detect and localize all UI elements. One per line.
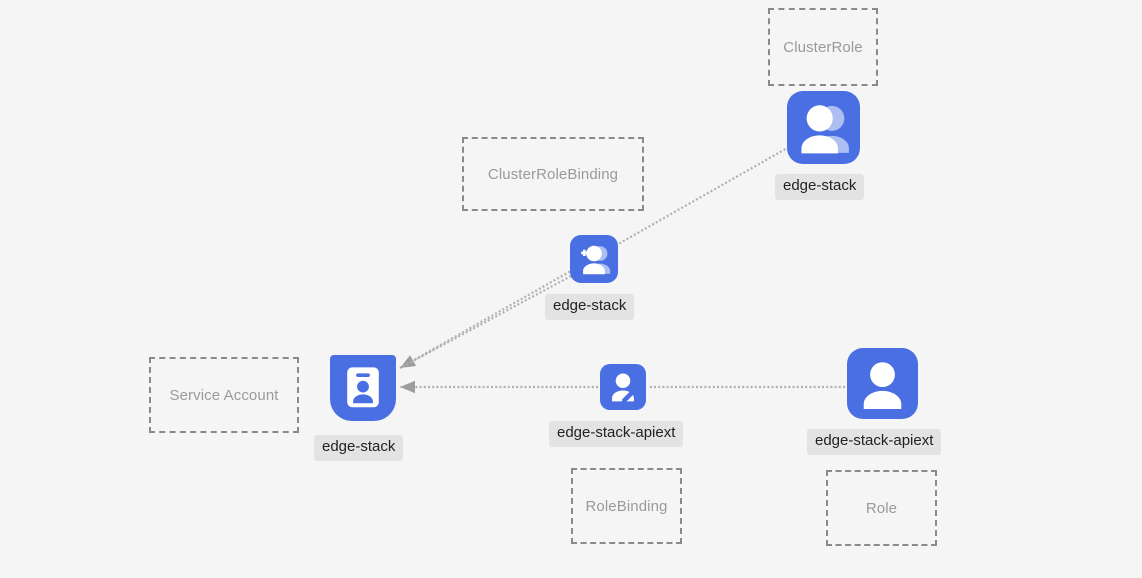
person-add-icon[interactable] [570,235,618,283]
node-name-chip: edge-stack [775,174,865,200]
kind-label: Role [865,499,898,517]
node-name-chip: edge-stack [545,294,635,320]
role-box: Role [826,470,937,546]
serviceaccount-box: Service Account [149,357,299,433]
edge-line [399,275,572,369]
rolebinding-box: RoleBinding [571,468,682,544]
clusterrolebinding-box: ClusterRoleBinding [462,137,644,211]
group-people-icon[interactable] [787,91,860,164]
node-name-chip: edge-stack-apiext [549,421,684,447]
kind-label: RoleBinding [585,497,668,515]
edge-arrowhead [400,355,417,368]
id-badge-icon[interactable] [330,355,396,421]
node-name-chip: edge-stack-apiext [807,429,942,455]
kind-label: Service Account [169,386,279,404]
node-name-chip: edge-stack [314,435,404,461]
edge-clusterrolebinding-to-sa [399,275,572,369]
person-icon[interactable] [847,348,918,419]
person-edit-icon[interactable] [600,364,646,410]
edge-rolebinding-to-serviceaccount [400,380,598,394]
edge-arrowhead [400,380,415,394]
kind-label: ClusterRole [783,38,863,56]
kind-label: ClusterRoleBinding [487,165,619,183]
clusterrole-box: ClusterRole [768,8,878,86]
